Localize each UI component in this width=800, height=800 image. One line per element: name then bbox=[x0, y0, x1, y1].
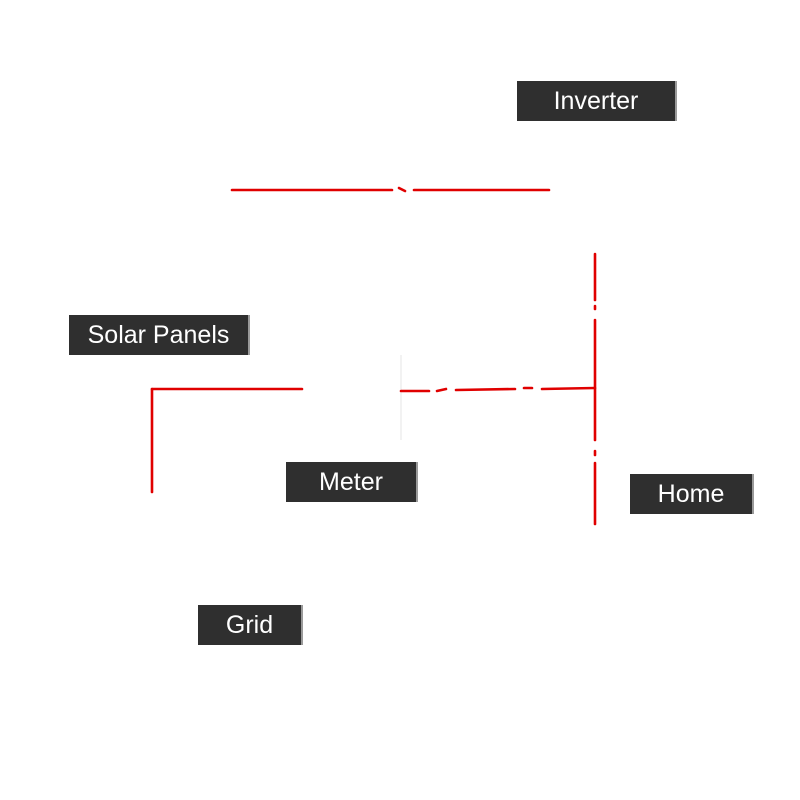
grid-label: Grid bbox=[198, 605, 303, 645]
meter-label: Meter bbox=[286, 462, 418, 502]
wire-grid-to-meter bbox=[150, 387, 304, 494]
home-label: Home bbox=[630, 474, 754, 514]
wire-solar-to-inverter bbox=[230, 186, 551, 193]
inverter-label: Inverter bbox=[517, 81, 677, 121]
wire-meter-to-home bbox=[399, 386, 597, 393]
solar-panels-label: Solar Panels bbox=[69, 315, 250, 355]
